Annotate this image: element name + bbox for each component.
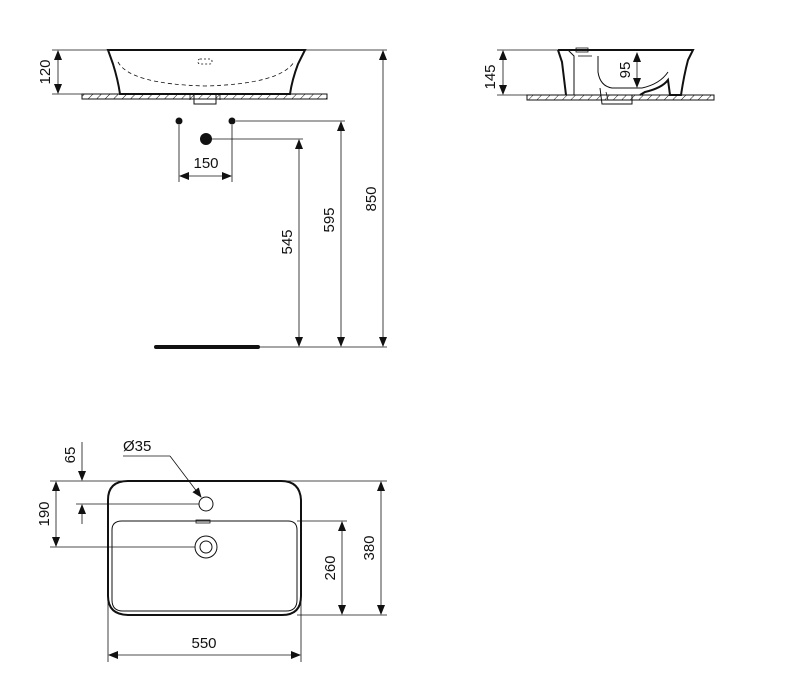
dimension-tap-hole-spacing: 150 <box>178 125 233 182</box>
trap-side <box>599 87 633 105</box>
dimension-rim-height: 850 <box>363 50 387 347</box>
overflow-plan <box>195 519 211 524</box>
dimension-supply-height: 595 <box>321 121 345 347</box>
plan-view: Ø35 65 190 260 380 <box>36 438 387 662</box>
dimension-basin-depth: 380 <box>361 481 385 615</box>
dimension-tap-hole-diameter: Ø35 <box>123 438 202 498</box>
waste-plan-outer <box>194 535 218 559</box>
basin-inner-bowl-hidden-line <box>117 61 295 87</box>
dim-label-380: 380 <box>361 535 378 560</box>
overflow-slot <box>197 58 213 65</box>
front-elevation-view: 120 150 545 595 <box>37 49 387 349</box>
dimension-waste-height: 545 <box>279 139 303 347</box>
dim-label-95: 95 <box>617 62 634 79</box>
tap-hole <box>198 496 214 512</box>
basin-plan-outline <box>107 480 302 616</box>
dimension-basin-height-front: 120 <box>37 49 108 95</box>
basin-side-outline <box>558 49 695 96</box>
dimension-basin-height-side: 145 <box>482 49 558 96</box>
dim-label-d35: Ø35 <box>123 438 151 455</box>
dimension-bowl-length: 260 <box>322 521 346 615</box>
supply-point-right <box>228 117 236 125</box>
supply-point-left <box>175 117 183 125</box>
dim-label-120: 120 <box>37 59 54 84</box>
countertop-side <box>526 94 715 101</box>
dimension-waste-offset: 190 <box>36 481 60 547</box>
dim-label-550: 550 <box>191 635 216 652</box>
dimension-tap-hole-offset: 65 <box>62 442 86 524</box>
dimension-bowl-depth: 95 <box>617 52 641 88</box>
waste-fitting-front <box>193 93 217 105</box>
dim-label-850: 850 <box>363 186 380 211</box>
side-elevation-view: 145 95 <box>482 47 715 105</box>
dim-label-65: 65 <box>62 447 79 464</box>
bowl-inner-side <box>597 56 669 89</box>
waste-plan-inner <box>199 540 213 554</box>
dim-label-145: 145 <box>482 64 499 89</box>
waste-outlet-point <box>200 133 212 145</box>
dimension-basin-width: 550 <box>107 596 302 662</box>
dim-label-260: 260 <box>322 555 339 580</box>
dim-label-190: 190 <box>36 501 53 526</box>
dim-label-595: 595 <box>321 207 338 232</box>
dim-label-150: 150 <box>193 155 218 172</box>
bowl-plan-outline <box>111 520 298 612</box>
basin-front-outline <box>106 49 307 95</box>
dim-label-545: 545 <box>279 229 296 254</box>
